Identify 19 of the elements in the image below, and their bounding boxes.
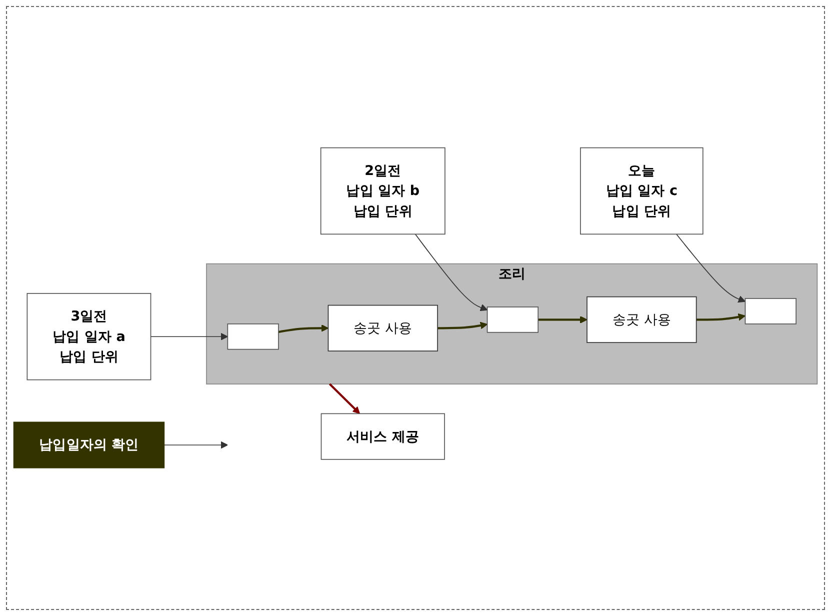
arrow xyxy=(328,383,360,414)
node-box: 2일전 납입 일자 b 납입 단위 xyxy=(320,148,446,235)
arrow xyxy=(414,234,488,312)
arrow xyxy=(438,322,488,330)
arrow xyxy=(538,316,588,324)
node-box: 서비스 제공 xyxy=(320,413,445,460)
node-box: 송곳 사용 xyxy=(586,296,697,344)
node-box xyxy=(227,324,279,350)
node-box: 3일전 납입 일자 a 납입 단위 xyxy=(26,293,152,380)
node-box xyxy=(744,298,796,324)
node-box xyxy=(486,306,539,333)
node-box: 송곳 사용 xyxy=(328,305,438,352)
arrow xyxy=(696,314,746,321)
arrow xyxy=(676,234,746,303)
arrow xyxy=(150,333,228,340)
arrow xyxy=(164,441,228,449)
arrow xyxy=(278,324,329,334)
node-box: 납입일자의 확인 xyxy=(13,422,165,468)
node-box: 오늘 납입 일자 c 납입 단위 xyxy=(580,148,704,235)
